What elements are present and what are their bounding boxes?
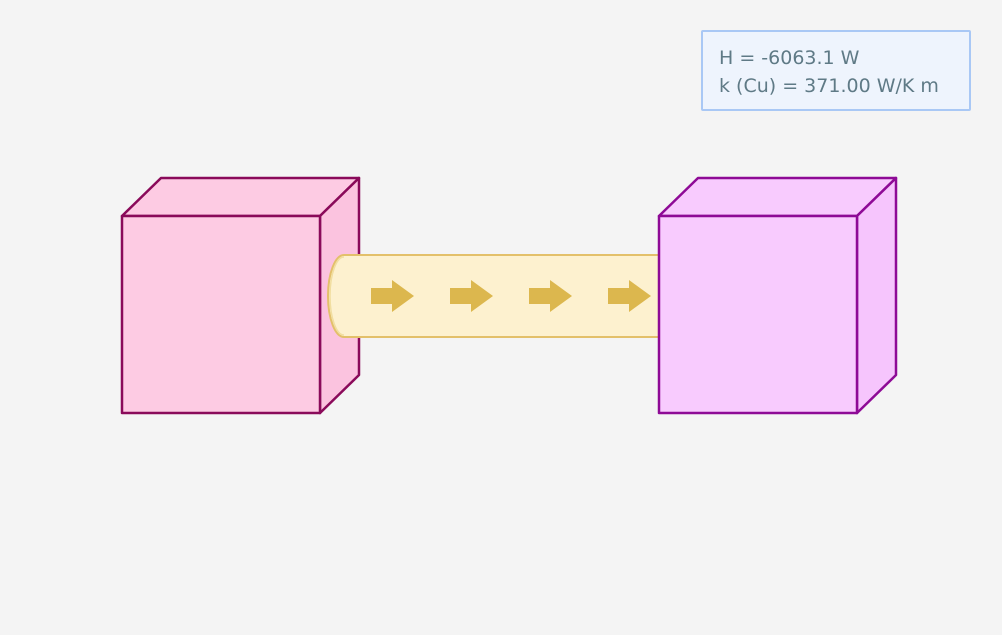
heat-flow-arrows [371,280,651,312]
heat-current-readout: H = -6063.1 W [719,47,860,69]
heat-flow-arrow-icon [450,280,493,312]
heat-readout-panel: H = -6063.1 W k (Cu) = 371.00 W/K m [701,30,971,111]
right-block-front-face [657,214,859,415]
heat-flow-arrow-icon [529,280,572,312]
conducting-rod[interactable] [327,254,669,338]
rod-end-highlight [329,256,345,336]
rod-body [327,254,669,338]
heat-flow-arrow-icon [371,280,414,312]
right-block-side-face [855,176,898,415]
left-block-front-face [120,214,322,415]
conductivity-readout: k (Cu) = 371.00 W/K m [719,75,939,97]
left-block-top-face [120,176,361,218]
heat-flow-arrow-icon [608,280,651,312]
right-block-top-face [657,176,898,218]
right-block[interactable] [657,176,898,415]
